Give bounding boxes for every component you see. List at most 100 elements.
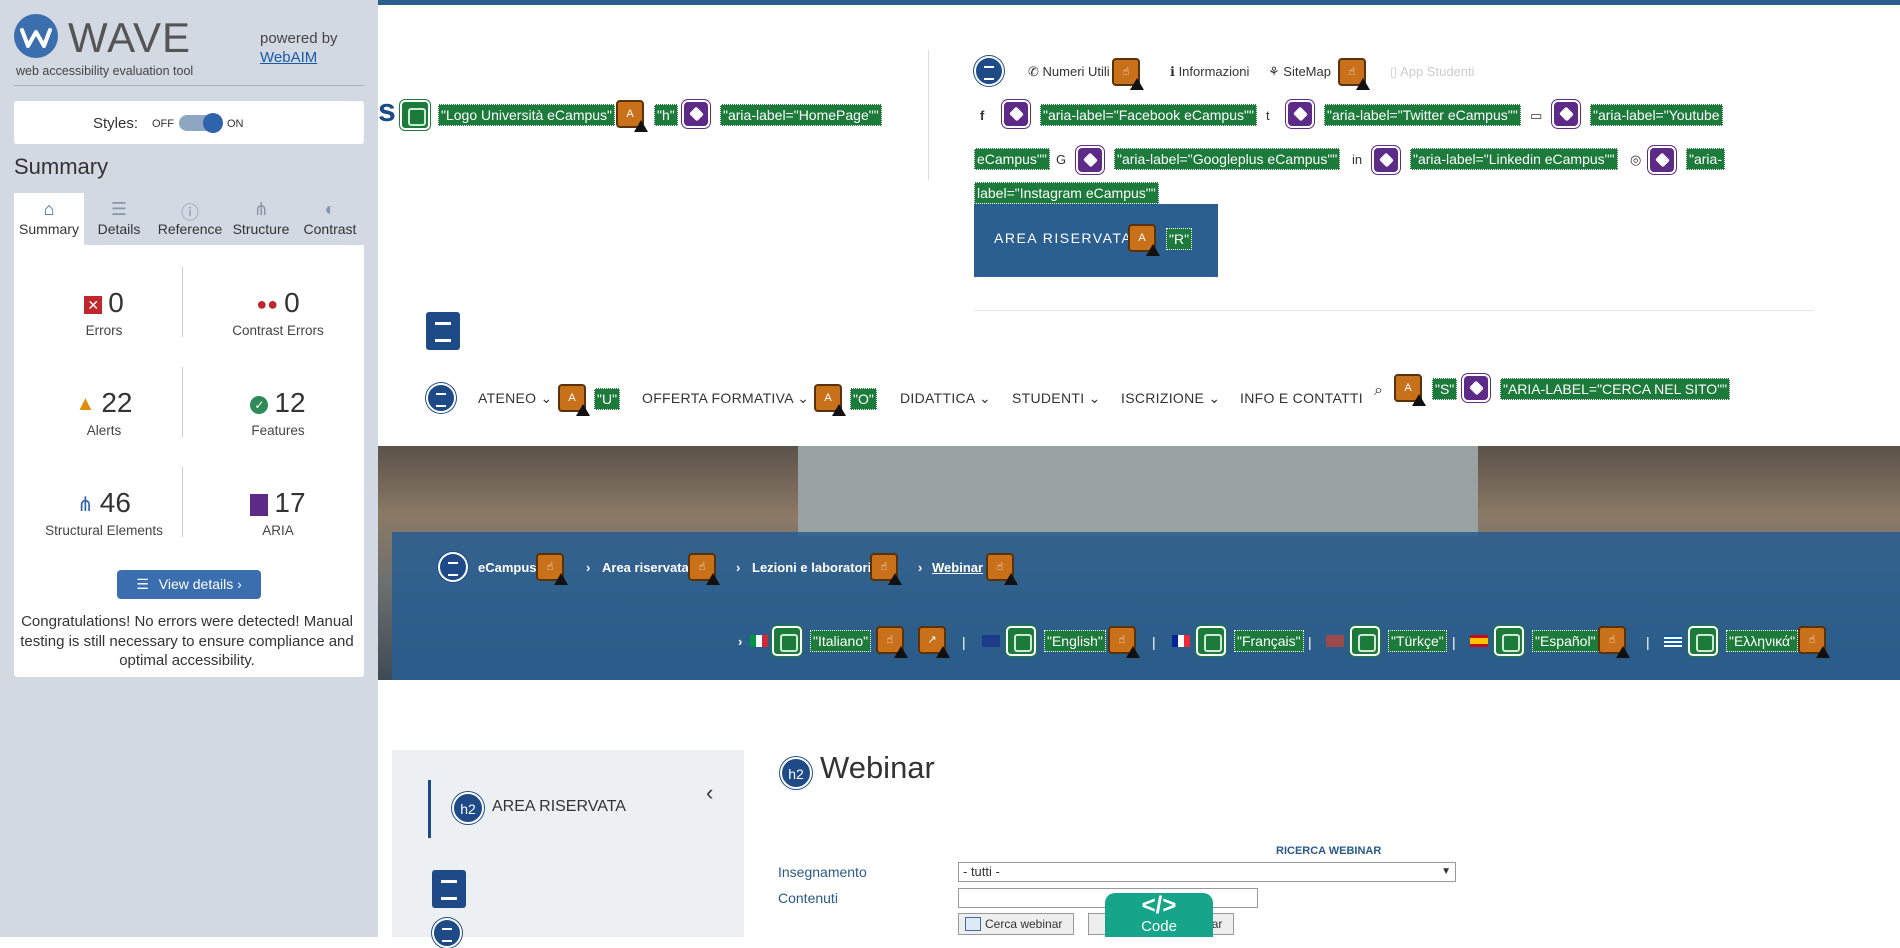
aria-tag-icon [1286, 100, 1314, 128]
breadcrumb-lezioni[interactable]: Lezioni e laboratori [752, 560, 872, 575]
contrast-errors-label: Contrast Errors [232, 323, 324, 338]
twitter-icon[interactable]: t [1266, 108, 1270, 123]
image-icon [1196, 626, 1226, 656]
lang-separator: | [1452, 634, 1456, 650]
search-icon[interactable]: ⌕ [1374, 382, 1384, 399]
view-details-button[interactable]: ☰View details › [117, 570, 261, 599]
structure-icon: ⋔ [77, 494, 94, 517]
stat-features[interactable]: ✓12 Features [198, 387, 358, 438]
tab-contrast[interactable]: ◐ Contrast [296, 193, 364, 245]
lang-francais[interactable]: "Français" [1234, 630, 1304, 652]
aria-tag-icon [1462, 374, 1490, 402]
nav-iscrizione[interactable]: ISCRIZIONE ⌄ [1121, 390, 1221, 406]
area-riservata-label: AREA RISERVATA [994, 230, 1133, 246]
tab-label: Details [97, 221, 141, 237]
divider [182, 467, 183, 537]
tab-label: Summary [19, 221, 79, 237]
breadcrumb-ecampus[interactable]: eCampus [478, 560, 537, 575]
tab-structure[interactable]: ⋔ Structure [226, 193, 296, 245]
stat-alerts[interactable]: ▲22 Alerts [24, 387, 184, 438]
alert-icon: A [1394, 374, 1426, 406]
insegnamento-select[interactable]: - tutti - ▼ [958, 862, 1456, 882]
tab-details[interactable]: ☰ Details [84, 193, 154, 245]
nav-info-contatti[interactable]: INFO E CONTATTI [1240, 390, 1363, 406]
styles-off-label: OFF [152, 118, 174, 130]
lang-turkce[interactable]: "Türkçe" [1388, 630, 1447, 652]
summary-panel: ✕0 Errors ●●0 Contrast Errors ▲22 Alerts… [14, 245, 364, 677]
image-icon [1494, 626, 1524, 656]
list-structure-icon [426, 383, 456, 413]
nav-studenti[interactable]: STUDENTI ⌄ [1012, 390, 1101, 406]
informazioni-link[interactable]: ℹ Informazioni [1170, 64, 1250, 79]
facebook-icon[interactable]: f [980, 108, 985, 123]
alert-icon: A [558, 384, 590, 416]
aria-label: ARIA [262, 523, 294, 538]
access-key-u: "U" [594, 388, 621, 410]
alert-icon: ☝ [536, 553, 568, 585]
googleplus-icon[interactable]: G [1056, 152, 1067, 167]
alert-icon: ☝ [870, 553, 902, 585]
alert-icon: ☝ [876, 626, 908, 658]
dropdown-arrow-icon: ▼ [1441, 866, 1451, 877]
alert-icon: ☝ [1338, 58, 1370, 90]
breadcrumb-separator: › [736, 560, 741, 575]
document-structure-icon [432, 870, 466, 908]
webaim-link[interactable]: WebAIM [260, 49, 318, 66]
cerca-webinar-button[interactable]: Cerca webinar [958, 913, 1074, 935]
image-icon [1350, 626, 1380, 656]
linkedin-aria: "aria-label="Linkedin eCampus"" [1410, 148, 1618, 170]
sidebar-heading: AREA RISERVATA [492, 798, 626, 815]
breadcrumb-webinar[interactable]: Webinar [932, 560, 984, 575]
h-label: "h" [654, 104, 678, 126]
aria-tag-icon [1076, 146, 1104, 174]
redirect-alert-icon: ↗ [918, 626, 950, 658]
wave-sidebar: WAVE web accessibility evaluation tool p… [0, 0, 378, 937]
alert-icon: ☝ [1108, 626, 1140, 658]
tab-reference[interactable]: ⓘ Reference [154, 193, 226, 245]
hero-building-image [798, 446, 1478, 536]
breadcrumb-area-riservata[interactable]: Area riservata [602, 560, 689, 575]
collapse-chevron-icon[interactable]: ‹ [706, 780, 714, 805]
nav-didattica[interactable]: DIDATTICA ⌄ [900, 390, 992, 406]
contenuti-label: Contenuti [778, 890, 838, 906]
alert-icon: A [1128, 224, 1160, 256]
code-panel-toggle[interactable]: </> Code [1105, 893, 1213, 937]
lang-english[interactable]: "English" [1044, 630, 1106, 652]
structural-count: 46 [99, 487, 131, 518]
styles-label: Styles: [93, 115, 139, 132]
errors-label: Errors [85, 323, 123, 338]
flag-turkey-icon [1326, 635, 1344, 647]
youtube-icon[interactable]: ▭ [1530, 108, 1543, 123]
tab-label: Contrast [303, 221, 357, 237]
list-icon: ☰ [136, 576, 149, 592]
wave-logo-icon [14, 14, 58, 58]
stat-structural[interactable]: ⋔46 Structural Elements [24, 487, 184, 538]
linkedin-icon[interactable]: in [1352, 152, 1363, 167]
flag-france-icon [1172, 635, 1190, 647]
instagram-icon[interactable]: ◎ [1630, 152, 1642, 167]
sitemap-link[interactable]: ⚘ SiteMap [1268, 64, 1331, 79]
styles-toggle-knob[interactable] [203, 113, 223, 133]
errors-count: 0 [108, 287, 124, 318]
wave-subtitle: web accessibility evaluation tool [16, 64, 194, 78]
stat-aria[interactable]: 17 ARIA [198, 487, 358, 538]
features-label: Features [251, 423, 305, 438]
link-icon [400, 100, 430, 130]
lang-separator: | [962, 634, 966, 650]
nav-ateneo[interactable]: ATENEO ⌄ [478, 390, 553, 406]
aria-tag-icon [1648, 146, 1676, 174]
stat-contrast-errors[interactable]: ●●0 Contrast Errors [198, 287, 358, 338]
tab-summary[interactable]: ⌂ Summary [14, 193, 84, 245]
lang-italiano[interactable]: "Italiano" [810, 630, 872, 652]
lang-greek[interactable]: "Ελληνικά" [1726, 630, 1799, 652]
alert-icon: ☝ [1798, 626, 1830, 658]
stat-errors[interactable]: ✕0 Errors [24, 287, 184, 338]
numeri-utili-link[interactable]: ✆ Numeri Utili [1028, 64, 1110, 79]
logo-partial[interactable]: s [378, 92, 396, 128]
breadcrumb-separator: › [918, 560, 923, 575]
document-structure-icon [426, 312, 460, 350]
nav-offerta-formativa[interactable]: OFFERTA FORMATIVA ⌄ [642, 390, 810, 406]
app-studenti-link[interactable]: ▯ App Studenti [1390, 64, 1475, 79]
lang-espanol[interactable]: "Español" [1532, 630, 1599, 652]
area-riservata-button[interactable]: AREA RISERVATA A "R" [974, 204, 1218, 277]
